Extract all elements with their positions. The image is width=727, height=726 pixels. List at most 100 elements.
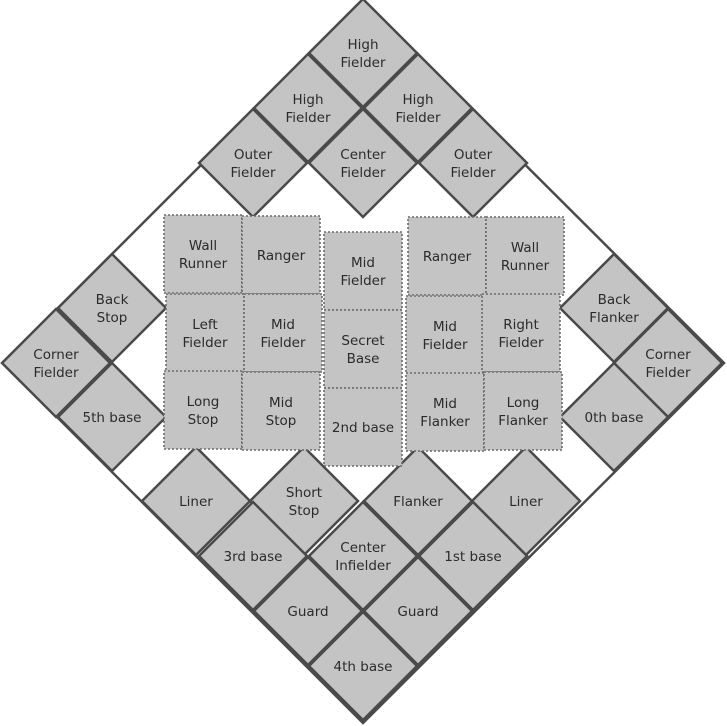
position-box (323, 309, 403, 389)
position-square (307, 500, 419, 612)
position-box (323, 387, 403, 467)
position-box (481, 293, 561, 373)
position-fifth-base: 5th base (56, 361, 168, 473)
position-square (558, 361, 670, 473)
position-label: 4th base (334, 659, 393, 675)
position-box (163, 370, 243, 450)
position-label: 5th base (83, 410, 142, 426)
position-label: 3rd base (224, 549, 283, 565)
position-liner-left: Liner (140, 445, 252, 557)
position-label: Flanker (393, 494, 443, 510)
position-label: 0th base (585, 410, 644, 426)
position-label: 2nd base (332, 420, 394, 436)
position-box (241, 215, 321, 295)
position-box (483, 371, 563, 451)
position-box (405, 372, 485, 452)
position-label: Liner (509, 494, 543, 510)
position-box (323, 231, 403, 311)
position-box (485, 216, 565, 296)
position-ranger-left: Ranger (241, 215, 321, 295)
position-box (241, 371, 321, 451)
position-box (407, 216, 487, 296)
position-zeroth-base: 0th base (558, 361, 670, 473)
position-box (243, 293, 323, 373)
position-second-base: 2nd base (323, 387, 403, 467)
position-label: Ranger (423, 249, 472, 265)
position-square (362, 52, 474, 164)
position-square (252, 555, 364, 667)
position-third-base: 3rd base (197, 500, 309, 612)
position-square (307, 0, 419, 109)
position-box (405, 295, 485, 375)
position-guard-left: Guard (252, 555, 364, 667)
position-square (197, 500, 309, 612)
position-square (140, 445, 252, 557)
position-square (307, 610, 419, 722)
position-flanker: Flanker (362, 445, 474, 557)
position-square (417, 500, 529, 612)
position-label: Guard (287, 604, 328, 620)
position-square (0, 307, 112, 419)
position-square (252, 52, 364, 164)
position-square (362, 555, 474, 667)
position-guard-right: Guard (362, 555, 474, 667)
position-square (362, 445, 474, 557)
position-square (307, 107, 419, 219)
position-square (56, 361, 168, 473)
position-fourth-base: 4th base (307, 610, 419, 722)
position-ranger-right: Ranger (407, 216, 487, 296)
position-label: 1st base (444, 549, 501, 565)
position-label: Guard (397, 604, 438, 620)
position-label: Ranger (257, 248, 306, 264)
position-label: Liner (179, 494, 213, 510)
position-box (165, 293, 245, 373)
position-box (163, 214, 243, 294)
position-first-base: 1st base (417, 500, 529, 612)
